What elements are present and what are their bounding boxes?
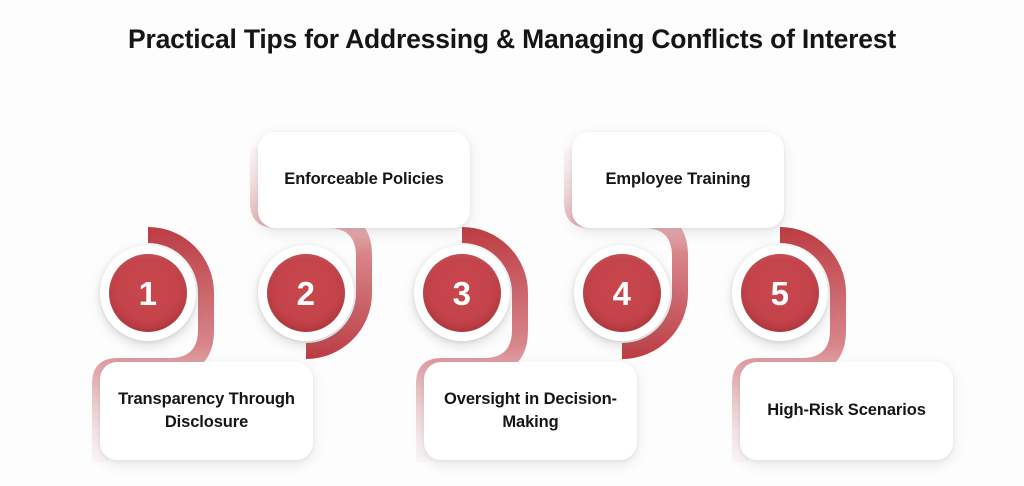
step-card-label: Employee Training [605, 170, 751, 189]
badge-fill: 1 [109, 254, 187, 332]
step-card-label: High-Risk Scenarios [767, 401, 926, 420]
badge-number: 2 [296, 274, 316, 312]
step-card-3[interactable]: Oversight in Decision-Making [424, 362, 637, 460]
step-card-2[interactable]: Enforceable Policies [258, 132, 470, 228]
badge-fill: 3 [423, 254, 501, 332]
step-card-4[interactable]: Employee Training [572, 132, 784, 228]
step-card-label: Oversight in Decision-Making [444, 389, 617, 431]
step-number-badge-4[interactable]: 4 [574, 245, 670, 341]
badge-number: 1 [138, 274, 158, 312]
badge-fill: 2 [267, 254, 345, 332]
badge-fill: 4 [583, 254, 661, 332]
badge-number: 3 [452, 274, 472, 312]
step-number-badge-5[interactable]: 5 [732, 245, 828, 341]
step-number-badge-3[interactable]: 3 [414, 245, 510, 341]
badge-number: 4 [612, 274, 632, 312]
step-card-label: Transparency Through Disclosure [118, 389, 295, 431]
step-number-badge-2[interactable]: 2 [258, 245, 354, 341]
page-title: Practical Tips for Addressing & Managing… [127, 24, 896, 54]
step-card-5[interactable]: High-Risk Scenarios [740, 362, 953, 460]
step-number-badge-1[interactable]: 1 [100, 245, 196, 341]
step-card-1[interactable]: Transparency Through Disclosure [100, 362, 313, 460]
step-card-label: Enforceable Policies [284, 170, 444, 189]
badge-fill: 5 [741, 254, 819, 332]
badge-number: 5 [770, 274, 790, 312]
